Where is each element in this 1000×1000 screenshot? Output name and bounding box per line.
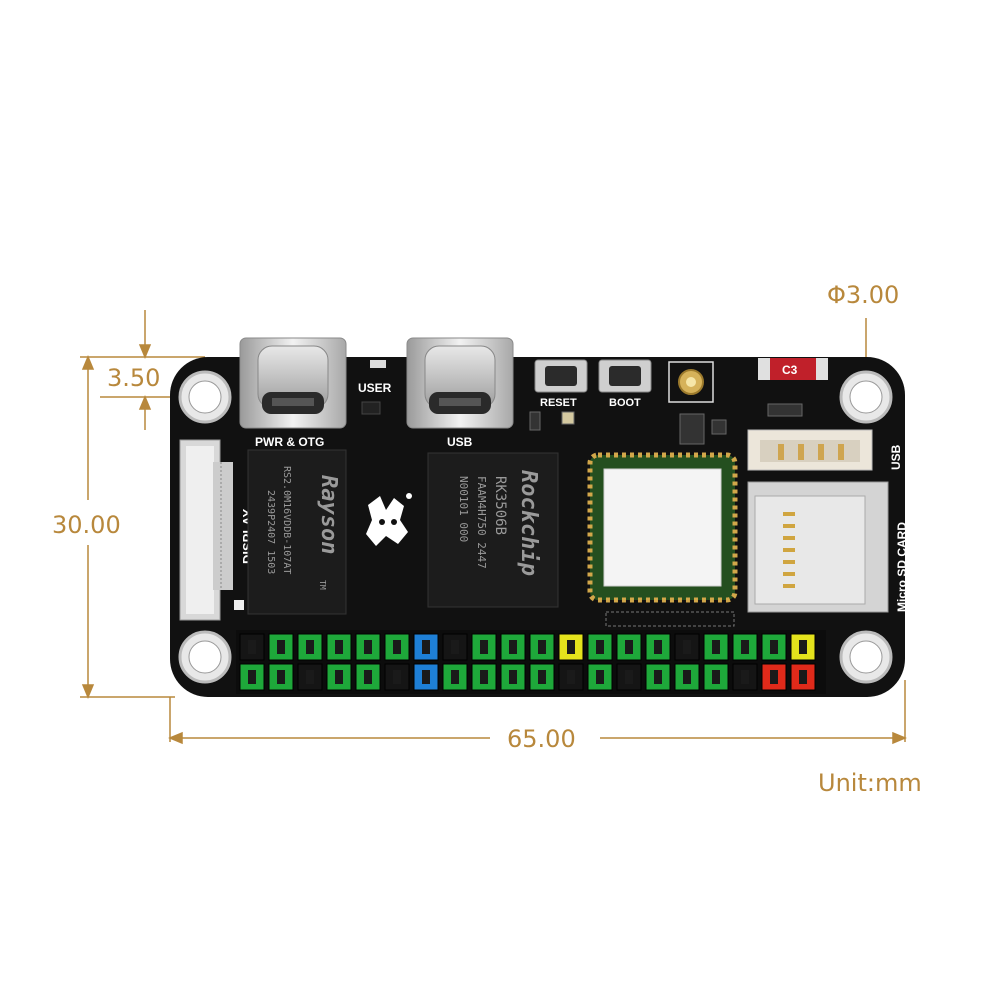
usb-c-label: USB (447, 435, 473, 449)
gpio-pin-post (335, 670, 343, 684)
hole-offset-label: 3.50 (107, 364, 160, 392)
gpio-pin-post (509, 640, 517, 654)
c3-component: C3 (758, 358, 828, 380)
gpio-pin-top-11 (529, 633, 555, 661)
gpio-pin-post (306, 640, 314, 654)
memory-chip: Rayson TM RS2.0M16VDDB-107AT 2439P2407 1… (247, 449, 347, 615)
user-led-label: USER (358, 381, 392, 395)
gpio-pin-post (625, 670, 633, 684)
boot-button-label: BOOT (609, 397, 641, 409)
gpio-pin-post (567, 640, 575, 654)
gpio-pin-post (741, 670, 749, 684)
gpio-pin-post (683, 640, 691, 654)
gpio-pin-post (654, 640, 662, 654)
soc-line3: N00101 000 (457, 476, 470, 542)
display-marker (234, 600, 244, 610)
memory-line2: 2439P2407 1503 (265, 490, 276, 574)
brand-logo (366, 493, 412, 546)
gpio-pin-post (538, 670, 546, 684)
usb-c-port (406, 337, 514, 429)
usb-side-connector (747, 429, 873, 471)
memory-brand: Rayson (316, 475, 341, 554)
gpio-pin-post (770, 640, 778, 654)
gpio-pin-post (538, 640, 546, 654)
gpio-pin-post (335, 640, 343, 654)
user-led (361, 360, 386, 415)
gpio-pin-bottom-3 (297, 663, 323, 691)
display-connector (179, 439, 233, 621)
gpio-pin-post (451, 640, 459, 654)
smd-components (529, 403, 803, 445)
soc-chip: Rockchip RK3506B FAAM4H750 2447 N00101 0… (427, 452, 559, 608)
gpio-pin-post (364, 670, 372, 684)
soc-line1: RK3506B (492, 476, 508, 535)
antenna-connector (668, 361, 714, 403)
wifi-module (587, 452, 738, 627)
gpio-pin-post (248, 670, 256, 684)
gpio-pin-top-20 (790, 633, 816, 661)
memory-tm: TM (318, 580, 327, 590)
gpio-pin-post (509, 670, 517, 684)
boot-button[interactable] (598, 359, 652, 393)
reset-button-label: RESET (540, 397, 577, 409)
gpio-pin-top-6 (384, 633, 410, 661)
gpio-pin-post (712, 640, 720, 654)
reset-button[interactable] (534, 359, 588, 393)
micro-sd-slot (747, 481, 889, 613)
usb-c-pwr-otg-port (239, 337, 347, 429)
gpio-pin-post (654, 670, 662, 684)
gpio-pin-post (683, 670, 691, 684)
gpio-pin-post (799, 640, 807, 654)
height-label: 30.00 (52, 511, 121, 539)
gpio-pin-post (596, 640, 604, 654)
c3-label: C3 (782, 363, 798, 377)
gpio-pin-post (393, 640, 401, 654)
memory-line1: RS2.0M16VDDB-107AT (281, 466, 292, 574)
gpio-pin-post (451, 670, 459, 684)
width-label: 65.00 (507, 725, 576, 753)
gpio-pin-post (596, 670, 604, 684)
hole-diameter-label: Φ3.00 (827, 281, 899, 309)
gpio-pin-top-10 (500, 633, 526, 661)
gpio-pin-post (480, 670, 488, 684)
unit-label: Unit:mm (818, 769, 922, 797)
gpio-pin-post (277, 670, 285, 684)
gpio-pin-bottom-6 (384, 663, 410, 691)
gpio-pin-post (712, 670, 720, 684)
usb-side-label: USB (889, 444, 903, 470)
gpio-pin-post (799, 670, 807, 684)
micro-sd-label: Micro SD CARD (895, 522, 909, 612)
gpio-pin-post (422, 640, 430, 654)
gpio-pin-post (741, 640, 749, 654)
soc-brand: Rockchip (516, 470, 541, 576)
gpio-pin-post (770, 670, 778, 684)
gpio-pin-post (393, 670, 401, 684)
pwr-otg-label: PWR & OTG (255, 435, 324, 449)
gpio-pin-post (364, 640, 372, 654)
gpio-pin-post (567, 670, 575, 684)
gpio-pin-post (277, 640, 285, 654)
gpio-header (236, 630, 826, 694)
gpio-pin-post (480, 640, 488, 654)
mounting-holes (178, 370, 893, 684)
gpio-pin-post (422, 670, 430, 684)
gpio-pin-bottom-17 (703, 663, 729, 691)
soc-line2: FAAM4H750 2447 (475, 476, 488, 569)
gpio-pin-bottom-4 (326, 663, 352, 691)
gpio-pin-post (248, 640, 256, 654)
gpio-pin-post (306, 670, 314, 684)
gpio-pin-post (625, 640, 633, 654)
